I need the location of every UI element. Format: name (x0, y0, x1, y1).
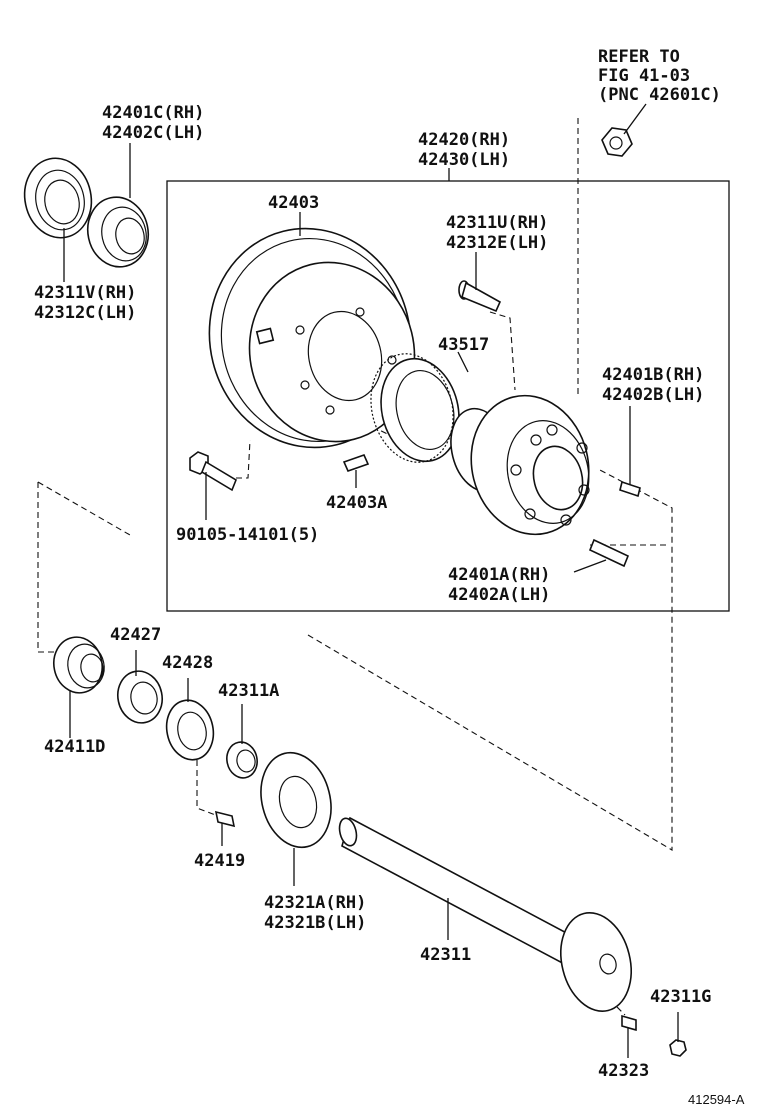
bearing-42401c-part (86, 143, 150, 268)
refer-note-line-1: REFER TO (598, 47, 680, 67)
label-42311: 42311 (420, 945, 471, 965)
label-42311a: 42311A (218, 681, 279, 701)
label-42312c-lh: 42312C(LH) (34, 303, 136, 323)
label-42427: 42427 (110, 625, 161, 645)
label-42428: 42428 (162, 653, 213, 673)
label-42419: 42419 (194, 851, 245, 871)
label-42402c-lh: 42402C(LH) (102, 123, 204, 143)
brake-drum-part (208, 212, 416, 449)
hub-stud-42401a-part (573, 538, 630, 573)
refer-note-line-2: FIG 41-03 (598, 66, 690, 86)
label-42311u-rh: 42311U(RH) (446, 213, 548, 233)
oil-seal-42311v-part (23, 157, 93, 282)
bearing-42411d-part (53, 636, 105, 738)
label-42402b-lh: 42402B(LH) (602, 385, 704, 405)
hub-nut-part (601, 103, 647, 157)
hub-bolt-42323-part (621, 1014, 637, 1058)
label-90105-14101: 90105-14101(5) (176, 525, 319, 545)
axle-hub-part (450, 394, 590, 536)
phantom-line-left-diag (37, 481, 131, 536)
phantom-line-42419 (196, 760, 219, 817)
oil-seal-42311a-part (226, 704, 258, 779)
label-42321b-lh: 42321B(LH) (264, 913, 366, 933)
gasket-42321a-part (260, 751, 332, 886)
label-42311v-rh: 42311V(RH) (34, 283, 136, 303)
nut-42311g-part (669, 1012, 687, 1057)
label-42401c-rh: 42401C(RH) (102, 103, 204, 123)
hub-bolt-42311u-part (458, 252, 502, 313)
label-42420-rh: 42420(RH) (418, 130, 510, 150)
lock-nut-42427-part (117, 650, 163, 724)
bolt-90105-part (189, 451, 237, 520)
label-42323: 42323 (598, 1061, 649, 1081)
hub-assembly-box (166, 180, 730, 612)
label-42403: 42403 (268, 193, 319, 213)
label-42430-lh: 42430(LH) (418, 150, 510, 170)
hub-pin-42401b-part (619, 406, 641, 498)
abs-sensor-rotor-part (370, 351, 469, 463)
label-42401a-rh: 42401A(RH) (448, 565, 550, 585)
label-43517: 43517 (438, 335, 489, 355)
lock-washer-42428-part (165, 678, 215, 761)
label-42312e-lh: 42312E(LH) (446, 233, 548, 253)
screw-42419-part (214, 810, 236, 846)
label-42411d: 42411D (44, 737, 105, 757)
refer-note-line-3: (PNC 42601C) (598, 85, 721, 105)
key-42403a-part (342, 454, 370, 488)
label-42311g: 42311G (650, 987, 711, 1007)
phantom-line-90105 (236, 439, 251, 479)
phantom-line-left (37, 482, 58, 653)
label-42321a-rh: 42321A(RH) (264, 893, 366, 913)
label-42401b-rh: 42401B(RH) (602, 365, 704, 385)
label-42402a-lh: 42402A(LH) (448, 585, 550, 605)
label-42403a: 42403A (326, 493, 387, 513)
phantom-line-bolt (489, 311, 516, 391)
figure-id: 412594-A (688, 1092, 745, 1107)
axle-shaft-part (338, 816, 632, 1013)
phantom-line-right (307, 469, 673, 851)
